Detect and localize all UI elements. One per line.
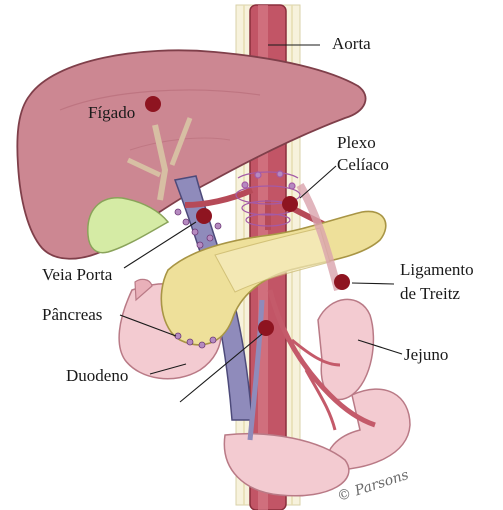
label-celiaco: Celíaco: [337, 156, 389, 174]
leader-ligamento: [352, 283, 394, 284]
label-veia-porta: Veia Porta: [42, 266, 112, 284]
label-figado: Fígado: [88, 104, 135, 122]
leader-plexo: [300, 166, 336, 198]
label-jejuno: Jejuno: [404, 346, 448, 364]
marker-celiac-plexus: [282, 196, 298, 212]
marker-portal-vein: [196, 208, 212, 224]
label-duodeno: Duodeno: [66, 367, 128, 385]
label-plexo: Plexo: [337, 134, 376, 152]
label-ligamento: Ligamento: [400, 261, 474, 279]
label-aorta: Aorta: [332, 35, 371, 53]
label-pancreas: Pâncreas: [42, 306, 102, 324]
marker-liver: [145, 96, 161, 112]
marker-ligament-treitz: [334, 274, 350, 290]
label-de-treitz: de Treitz: [400, 285, 460, 303]
marker-pancreas: [258, 320, 274, 336]
